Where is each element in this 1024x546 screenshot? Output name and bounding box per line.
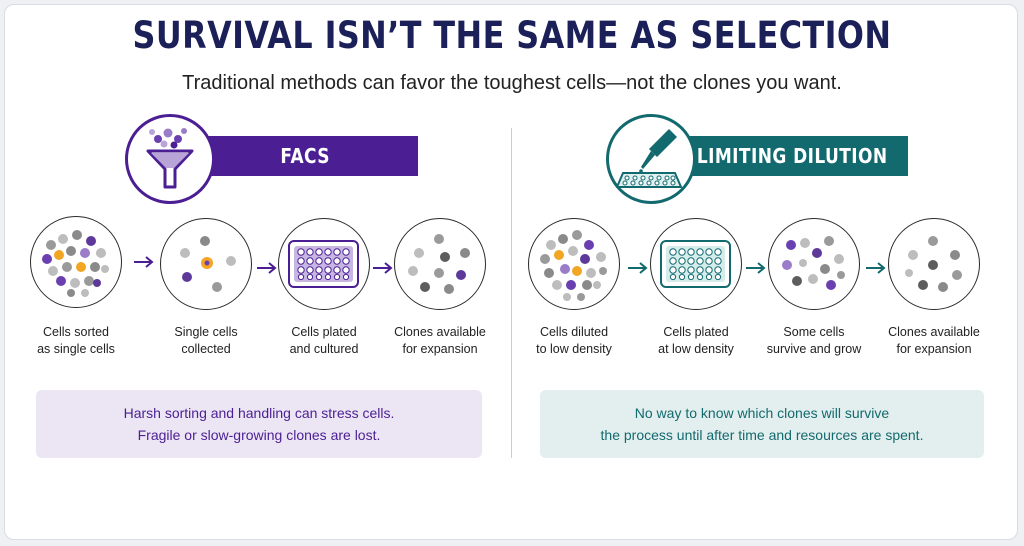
facs-arrow-1 — [134, 256, 154, 268]
limiting-arrow-2 — [746, 262, 766, 274]
facs-note: Harsh sorting and handling can stress ce… — [36, 390, 482, 458]
page-title: SURVIVAL ISN’T THE SAME AS SELECTION — [132, 14, 892, 57]
clones-icon — [408, 234, 470, 294]
single-cells-icon — [180, 236, 236, 292]
page-subtitle: Traditional methods can favor the toughe… — [182, 72, 842, 94]
facs-arrow-3 — [373, 262, 393, 274]
facs-step-4-label: Clones available for expansion — [394, 325, 486, 356]
facs-step-2-label: Single cells collected — [174, 325, 238, 356]
well-plate-icon — [660, 240, 731, 288]
limiting-step-4-label: Clones available for expansion — [888, 325, 980, 356]
facs-step-4-circle — [394, 218, 486, 310]
facs-badge — [125, 114, 215, 204]
mixed-cells-icon — [42, 230, 109, 297]
facs-banner-label: FACS — [280, 144, 330, 168]
limiting-arrow-1 — [628, 262, 648, 274]
facs-step-2-circle — [160, 218, 252, 310]
column-divider — [511, 128, 512, 458]
mixed-cells-icon — [540, 230, 607, 301]
limiting-step-1-label: Cells diluted to low density — [536, 325, 612, 356]
limiting-step-3-circle — [768, 218, 860, 310]
facs-step-1-circle — [30, 216, 122, 308]
limiting-note: No way to know which clones will survive… — [540, 390, 984, 458]
facs-arrow-2 — [257, 262, 277, 274]
facs-banner: FACS — [192, 136, 418, 176]
facs-step-3-label: Cells plated and cultured — [289, 325, 359, 356]
facs-note-line-1: Harsh sorting and handling can stress ce… — [123, 405, 395, 421]
facs-note-line-2: Fragile or slow-growing clones are lost. — [137, 427, 381, 443]
facs-step-3-circle — [278, 218, 370, 310]
limiting-arrow-3 — [866, 262, 886, 274]
facs-step-1-label: Cells sorted as single cells — [37, 325, 115, 356]
limiting-step-1-circle — [528, 218, 620, 310]
clones-icon — [905, 236, 962, 292]
limiting-banner: LIMITING DILUTION — [676, 136, 908, 176]
surviving-cells-icon — [782, 236, 845, 290]
limiting-step-4-circle — [888, 218, 980, 310]
limiting-banner-label: LIMITING DILUTION — [696, 144, 888, 168]
limiting-note-line-1: No way to know which clones will survive — [634, 405, 890, 421]
pipette-plate-icon — [616, 129, 682, 188]
limiting-step-2-label: Cells plated at low density — [658, 325, 734, 356]
limiting-step-2-circle — [650, 218, 742, 310]
limiting-badge — [606, 114, 696, 204]
limiting-step-3-label: Some cells survive and grow — [766, 325, 862, 356]
limiting-note-line-2: the process until after time and resourc… — [600, 427, 924, 443]
funnel-icon — [146, 128, 194, 189]
well-plate-icon — [288, 240, 359, 288]
